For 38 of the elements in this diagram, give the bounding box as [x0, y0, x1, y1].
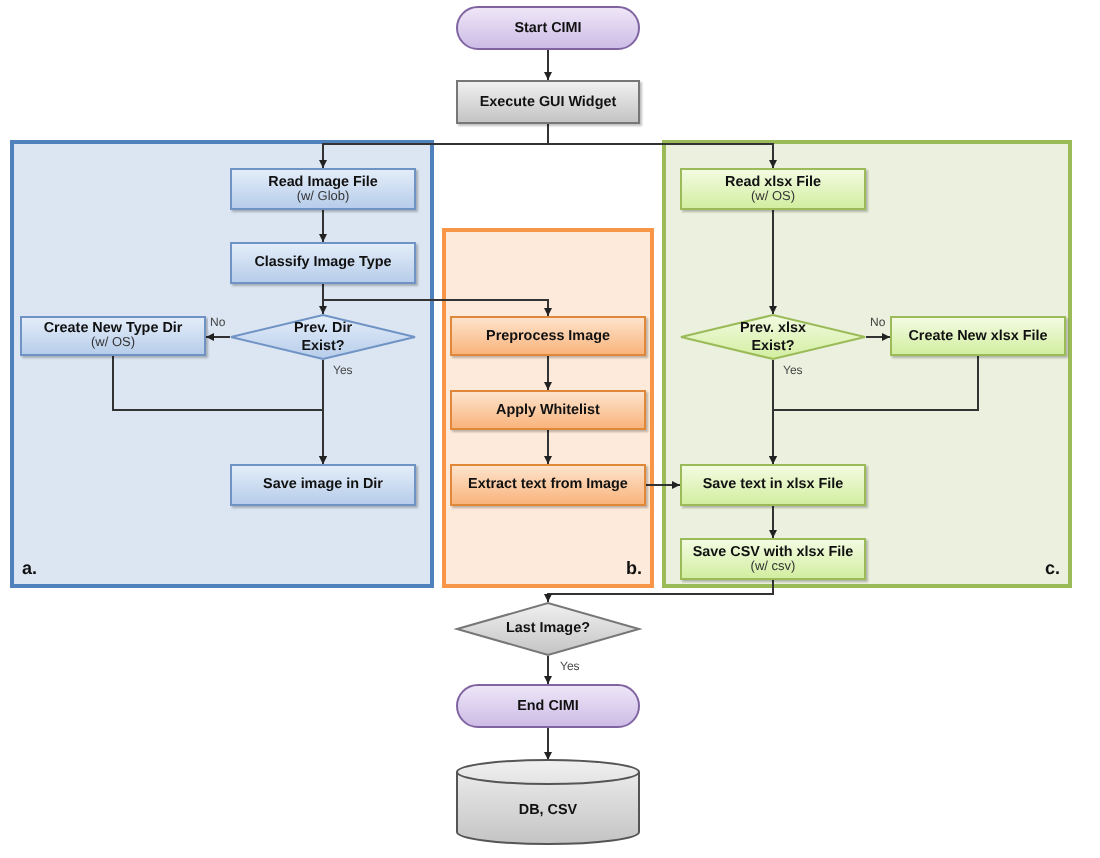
process-box	[450, 464, 646, 506]
group-panel	[662, 140, 1072, 588]
terminator-pill	[456, 6, 640, 50]
arrow	[205, 333, 231, 341]
panel-label: c.	[1044, 558, 1060, 578]
arrow	[645, 481, 681, 489]
process-box	[230, 242, 416, 284]
process-box	[230, 464, 416, 506]
panel-label: a.	[22, 558, 38, 578]
process-box	[20, 316, 206, 356]
group-panel	[442, 228, 654, 588]
arrow	[112, 355, 327, 465]
arrow	[544, 355, 552, 391]
group-panel	[10, 140, 434, 588]
arrow	[769, 355, 979, 465]
process-box	[680, 464, 866, 506]
decision-diamond	[680, 314, 866, 360]
decision-diamond	[456, 602, 640, 656]
process-box	[456, 80, 640, 124]
arrow	[544, 49, 552, 81]
arrow	[544, 727, 552, 761]
process-box	[680, 538, 866, 580]
terminator-pill	[456, 684, 640, 728]
database-cylinder	[456, 760, 640, 844]
arrow	[769, 505, 777, 539]
arrow	[544, 429, 552, 465]
arrow	[865, 333, 891, 341]
decision-diamond	[230, 314, 416, 360]
arrow	[544, 655, 552, 685]
process-box	[680, 168, 866, 210]
panel-label: b.	[626, 558, 642, 578]
process-box	[450, 316, 646, 356]
arrow	[769, 209, 777, 315]
arrow	[544, 579, 774, 603]
process-box	[890, 316, 1066, 356]
process-box	[230, 168, 416, 210]
process-box	[450, 390, 646, 430]
arrow	[319, 209, 327, 243]
